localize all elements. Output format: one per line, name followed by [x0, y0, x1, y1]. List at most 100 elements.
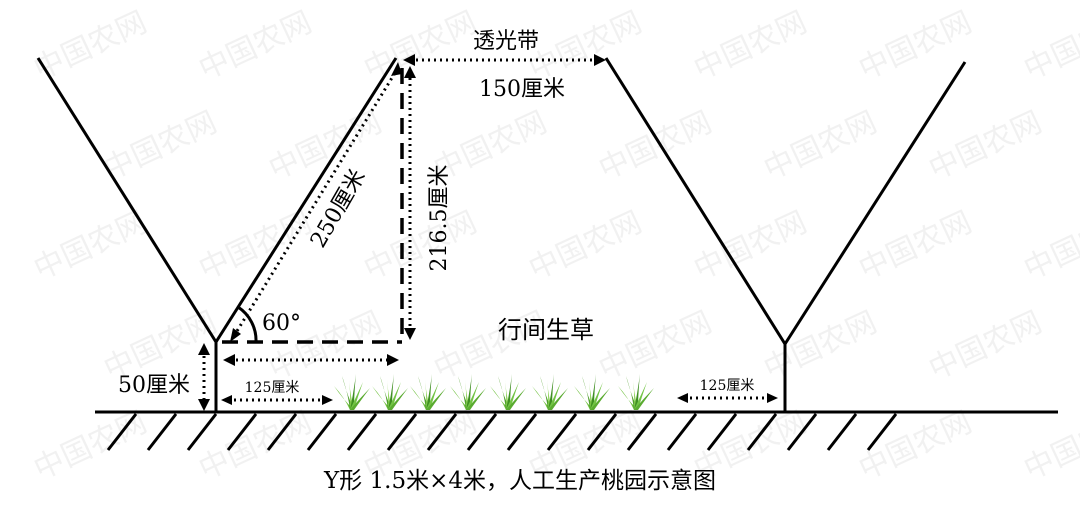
grass-blade [590, 388, 610, 410]
height-arrow-top [404, 66, 416, 78]
grass-blade [532, 386, 552, 410]
right-gap-label: 125厘米 [700, 378, 755, 394]
watermark-text: 中国农网 [854, 5, 978, 87]
hatch-stroke [706, 413, 738, 451]
angle-arc [237, 305, 258, 343]
grass-tuft [532, 374, 568, 410]
grass-blade [548, 382, 561, 410]
watermark-text: 中国农网 [194, 205, 318, 287]
grass-blade [490, 386, 510, 410]
hatch-stroke [866, 413, 898, 451]
grass-tuft [450, 374, 486, 410]
grass-blade [350, 382, 363, 410]
left-tree-inner-arm [214, 57, 398, 343]
diagram-caption: Y形 1.5米×4米，人工生产桃园示意图 [323, 468, 716, 494]
left-tree-outer-arm [36, 57, 218, 343]
watermark-text: 中国农网 [924, 305, 1048, 387]
grass-blade [387, 380, 392, 410]
watermark-text: 中国农网 [759, 105, 883, 187]
hatch-stroke [786, 413, 818, 451]
hatch-stroke [466, 413, 498, 451]
hatch-stroke [426, 413, 458, 451]
right-tree-inner-arm [604, 57, 787, 345]
base-arrow-right [387, 354, 399, 366]
hatch-stroke [306, 413, 338, 451]
watermark-text: 中国农网 [854, 205, 978, 287]
left-gap-arrow-right [322, 395, 333, 405]
watermark-text: 中国农网 [1019, 205, 1080, 287]
grass-blade [349, 380, 354, 410]
grass-blade [425, 380, 430, 410]
grass-tuft [574, 374, 610, 410]
grass-blade [589, 380, 594, 410]
watermark-text: 中国农网 [1019, 405, 1080, 487]
grass-blade [334, 386, 354, 410]
grass-blade [590, 374, 596, 410]
watermark-text: 中国农网 [99, 105, 223, 187]
grass-blade [466, 382, 479, 410]
hatch-stroke [266, 413, 298, 451]
top-width-arrow-right [594, 54, 606, 66]
hatch-stroke [346, 413, 378, 451]
watermark-text: 中国农网 [524, 205, 648, 287]
right-gap-arrow-right [767, 393, 778, 403]
angle-label: 60° [262, 311, 301, 336]
slant-dimension-line [232, 67, 400, 337]
hatch-stroke [146, 413, 178, 451]
row-grass-group [334, 374, 654, 410]
grass-blade [634, 388, 654, 410]
grass-tuft [618, 374, 654, 410]
grass-blade [388, 388, 408, 410]
hatch-stroke [746, 413, 778, 451]
grass-blade [574, 386, 594, 410]
watermark-text: 中国农网 [264, 105, 388, 187]
grass-blade [506, 388, 526, 410]
hatch-stroke [546, 413, 578, 451]
grass-blade [506, 382, 519, 410]
grass-blade [465, 380, 470, 410]
hatch-stroke [666, 413, 698, 451]
grass-tuft [410, 374, 446, 410]
hatch-stroke [226, 413, 258, 451]
grass-blade [590, 382, 603, 410]
grass-tuft [334, 374, 370, 410]
ground-hatching [106, 413, 898, 451]
hatch-stroke [626, 413, 658, 451]
trunk-height-label: 50厘米 [118, 373, 190, 398]
trunk-arrow-top [198, 343, 210, 355]
hatch-stroke [826, 413, 858, 451]
grass-blade [450, 386, 470, 410]
height-arrow-bottom [404, 328, 416, 340]
right-tree-outer-arm [783, 61, 967, 345]
grass-blade [372, 386, 392, 410]
right-gap-arrow-left [677, 393, 688, 403]
row-grass-label: 行间生草 [498, 316, 594, 344]
grass-blade [506, 374, 512, 410]
grass-blade [350, 374, 356, 410]
hatch-stroke [106, 413, 138, 451]
watermark-text: 中国农网 [924, 105, 1048, 187]
grass-blade [426, 388, 446, 410]
watermark-text: 中国农网 [594, 105, 718, 187]
left-gap-label: 125厘米 [245, 380, 300, 396]
grass-blade [633, 380, 638, 410]
grass-blade [547, 380, 552, 410]
watermark-text: 中国农网 [1019, 5, 1080, 87]
slant-arrow-bottom [230, 328, 241, 342]
top-width-arrow-left [403, 54, 415, 66]
grass-blade [426, 374, 432, 410]
watermark-text: 中国农网 [594, 305, 718, 387]
watermark-text: 中国农网 [194, 5, 318, 87]
hatch-stroke [186, 413, 218, 451]
light-band-label: 透光带 [473, 29, 539, 54]
grass-blade [466, 374, 472, 410]
grass-tuft [490, 374, 526, 410]
grass-blade [548, 374, 554, 410]
grass-blade [388, 382, 401, 410]
hatch-stroke [506, 413, 538, 451]
grass-blade [350, 388, 370, 410]
grass-blade [634, 382, 647, 410]
hatch-stroke [586, 413, 618, 451]
